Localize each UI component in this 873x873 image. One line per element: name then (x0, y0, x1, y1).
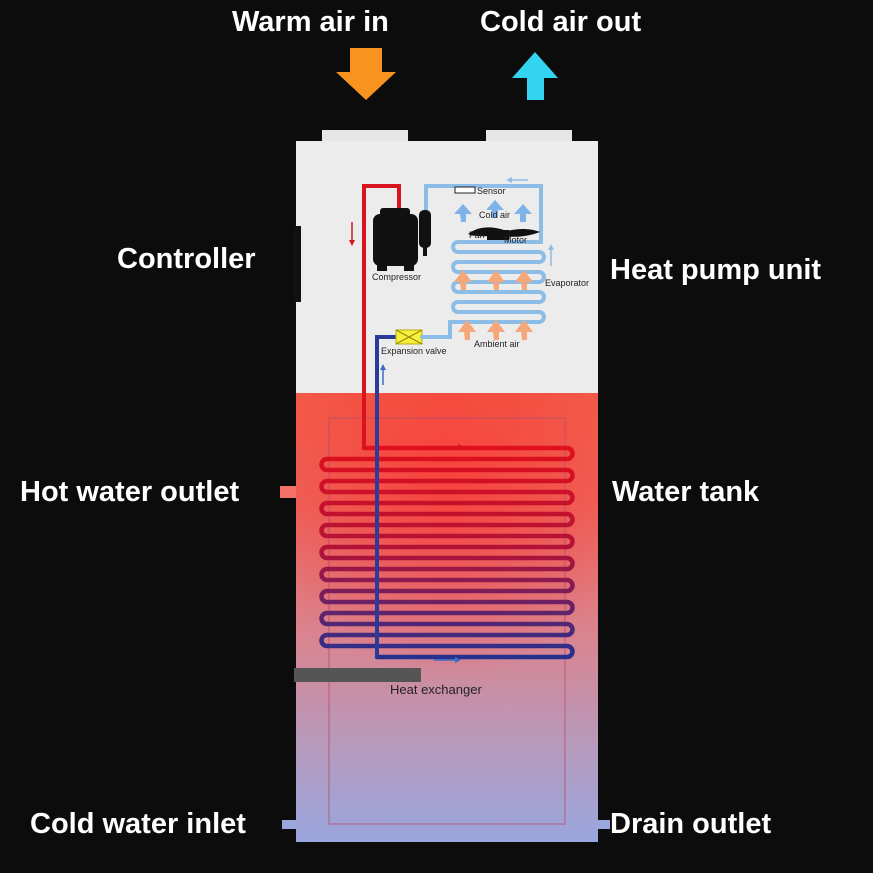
motor-label: Motor (504, 235, 527, 245)
drain-outlet-pipe (598, 820, 610, 829)
evaporator-coil (420, 184, 546, 339)
warm-air-in-arrow (336, 48, 396, 100)
hot-water-outlet-label: Hot water outlet (20, 476, 240, 508)
coil-flow-arrow-bottom (434, 657, 461, 663)
fan-label: Fan (469, 230, 485, 240)
water-tank-label: Water tank (612, 476, 760, 508)
tank-inner-outline (328, 417, 566, 825)
hot-refrigerant-line (362, 184, 401, 448)
sensor-label: Sensor (477, 186, 506, 196)
drain-outlet-label: Drain outlet (610, 808, 772, 840)
compressor-icon (373, 208, 431, 271)
evaporator-flow-arrow (548, 244, 554, 266)
heat-exchanger-label: Heat exchanger (390, 682, 482, 697)
ambient-air-arrows-outer (458, 320, 533, 340)
sensor (454, 186, 476, 194)
controller-panel (293, 226, 301, 302)
cold-air-label: Cold air (479, 210, 510, 220)
warm-air-in-label: Warm air in (232, 6, 389, 38)
coil-flow-arrow-top (434, 444, 464, 450)
expansion-valve-label: Expansion valve (381, 346, 447, 356)
cold-water-inlet-label: Cold water inlet (30, 808, 246, 840)
ambient-air-arrows-inner (454, 270, 533, 290)
heat-exchanger-bar (294, 668, 421, 682)
tank-glow (296, 393, 598, 713)
cold-air-arrows (454, 200, 532, 222)
cold-air-out-label: Cold air out (480, 6, 642, 38)
hot-line-flow-arrow (349, 222, 355, 246)
top-loop-flow-arrow (506, 177, 528, 183)
evaporator-label: Evaporator (545, 278, 589, 288)
controller-label: Controller (117, 243, 256, 275)
heat-pump-housing (296, 141, 598, 393)
cold-return-line (375, 335, 397, 657)
tank-coil (319, 445, 575, 660)
heat-pump-unit-label: Heat pump unit (610, 254, 822, 286)
compressor-label: Compressor (372, 272, 421, 282)
cold-water-inlet-pipe (282, 820, 296, 829)
expansion-valve (395, 329, 423, 345)
cold-air-out-arrow (512, 52, 558, 100)
air-exhaust-vent (486, 130, 572, 144)
hot-water-outlet-pipe (280, 486, 296, 498)
cold-line-flow-arrow (380, 364, 386, 385)
air-intake-vent (322, 130, 408, 144)
motor-icon (487, 230, 509, 240)
ambient-air-label: Ambient air (474, 339, 520, 349)
